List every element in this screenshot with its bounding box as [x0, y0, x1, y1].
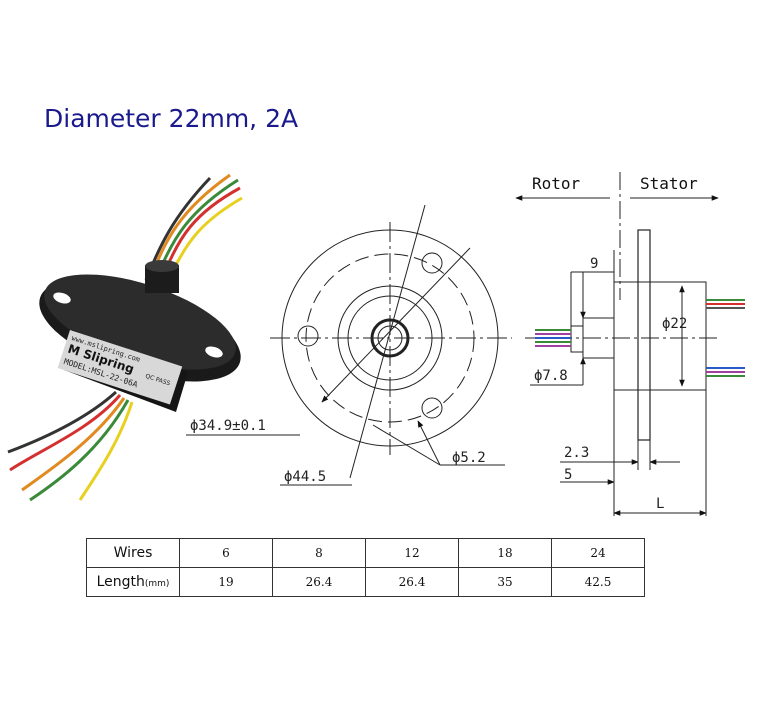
dim-2-3: 2.3: [564, 445, 589, 461]
wires-cell: 6: [179, 538, 273, 568]
length-cell: 26.4: [272, 567, 366, 597]
dim-bolt-circle: ϕ34.9±0.1: [190, 418, 266, 434]
product-photo: www.mslipring.com M Slipring QC PASS MOD…: [7, 173, 243, 502]
dim-9: 9: [590, 256, 598, 272]
length-header: Length(mm): [86, 567, 180, 597]
length-unit: (mm): [144, 579, 170, 589]
length-cell: 19: [179, 567, 273, 597]
page-title: Diameter 22mm, 2A: [44, 104, 299, 133]
front-view: [186, 204, 512, 486]
wires-cell: 8: [272, 538, 366, 568]
wires-cell: 12: [365, 538, 459, 568]
rotor-label: Rotor: [532, 174, 581, 193]
dim-outer-diameter: ϕ44.5: [284, 469, 326, 485]
dim-7-8: ϕ7.8: [534, 368, 568, 384]
length-cell: 26.4: [365, 567, 459, 597]
side-view: [515, 172, 720, 516]
dim-22: ϕ22: [662, 316, 687, 332]
spec-table: Wires 6 8 12 18 24 Length(mm) 19 26.4 26…: [86, 538, 645, 597]
wires-cell: 18: [458, 538, 552, 568]
table-row-length: Length(mm) 19 26.4 26.4 35 42.5: [86, 567, 645, 597]
dim-5: 5: [564, 467, 572, 483]
length-cell: 35: [458, 567, 552, 597]
dim-L: L: [656, 496, 664, 512]
length-cell: 42.5: [551, 567, 645, 597]
wires-cell: 24: [551, 538, 645, 568]
length-label: Length: [96, 574, 145, 590]
table-row-wires: Wires 6 8 12 18 24: [86, 538, 645, 568]
wires-header: Wires: [86, 538, 180, 568]
side-wires: [535, 299, 745, 377]
stator-label: Stator: [640, 174, 698, 193]
dim-hole-diameter: ϕ5.2: [452, 450, 486, 466]
